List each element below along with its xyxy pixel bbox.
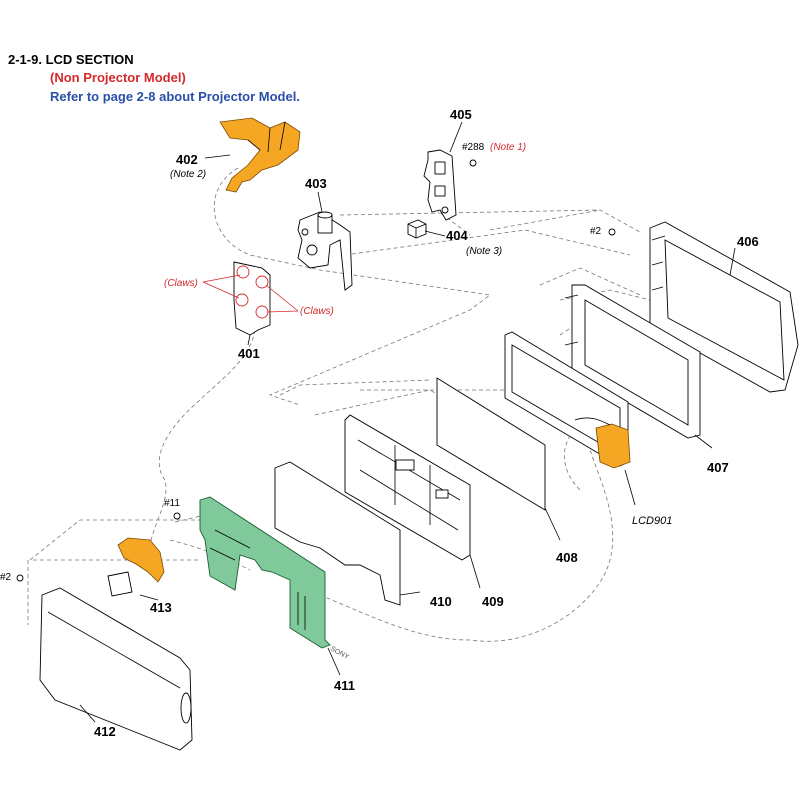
screw-2-label-top: #2 xyxy=(590,226,602,237)
part-413-flex-and-pad xyxy=(107,537,165,597)
non-projector-note: (Non Projector Model) xyxy=(50,70,186,85)
label-401: 401 xyxy=(238,346,260,361)
part-407-lcd-holder xyxy=(564,284,701,439)
label-413: 413 xyxy=(150,600,172,615)
part-410-sheet xyxy=(274,461,401,606)
section-title: 2-1-9. LCD SECTION xyxy=(8,52,134,67)
projector-reference-note: Refer to page 2-8 about Projector Model. xyxy=(50,89,300,104)
screw-icons xyxy=(16,159,616,582)
label-404: 404 xyxy=(446,228,468,243)
part-404-block xyxy=(407,219,427,239)
claws-label-left: (Claws) xyxy=(164,278,198,289)
label-402: 402 xyxy=(176,152,198,167)
part-406-frame xyxy=(649,221,799,393)
part-402-flex-cable xyxy=(219,117,301,193)
sony-logo: SONY xyxy=(329,646,350,662)
label-405: 405 xyxy=(450,107,472,122)
screw-288-label: #288 xyxy=(462,142,485,153)
part-405-bracket xyxy=(423,149,457,221)
label-412: 412 xyxy=(94,724,116,739)
part-411-pcb xyxy=(199,496,331,649)
part-401-plate xyxy=(202,261,299,336)
label-408: 408 xyxy=(556,550,578,565)
label-409: 409 xyxy=(482,594,504,609)
note-1-label: (Note 1) xyxy=(490,142,526,153)
part-lcd901-panel xyxy=(504,331,631,469)
label-410: 410 xyxy=(430,594,452,609)
part-408-sheet xyxy=(436,377,546,511)
leader-lines xyxy=(79,121,736,723)
note-3-label: (Note 3) xyxy=(466,246,502,257)
part-412-lcd-cover xyxy=(39,587,193,751)
part-403-hinge xyxy=(297,211,353,291)
label-lcd901: LCD901 xyxy=(632,515,672,527)
label-411: 411 xyxy=(334,678,355,693)
screw-2-label-left: #2 xyxy=(0,572,12,583)
label-406: 406 xyxy=(737,234,759,249)
screw-11-label: #11 xyxy=(164,498,180,509)
claws-label-right: (Claws) xyxy=(300,306,334,317)
label-407: 407 xyxy=(707,460,729,475)
note-402: (Note 2) xyxy=(170,169,206,180)
label-403: 403 xyxy=(305,176,327,191)
